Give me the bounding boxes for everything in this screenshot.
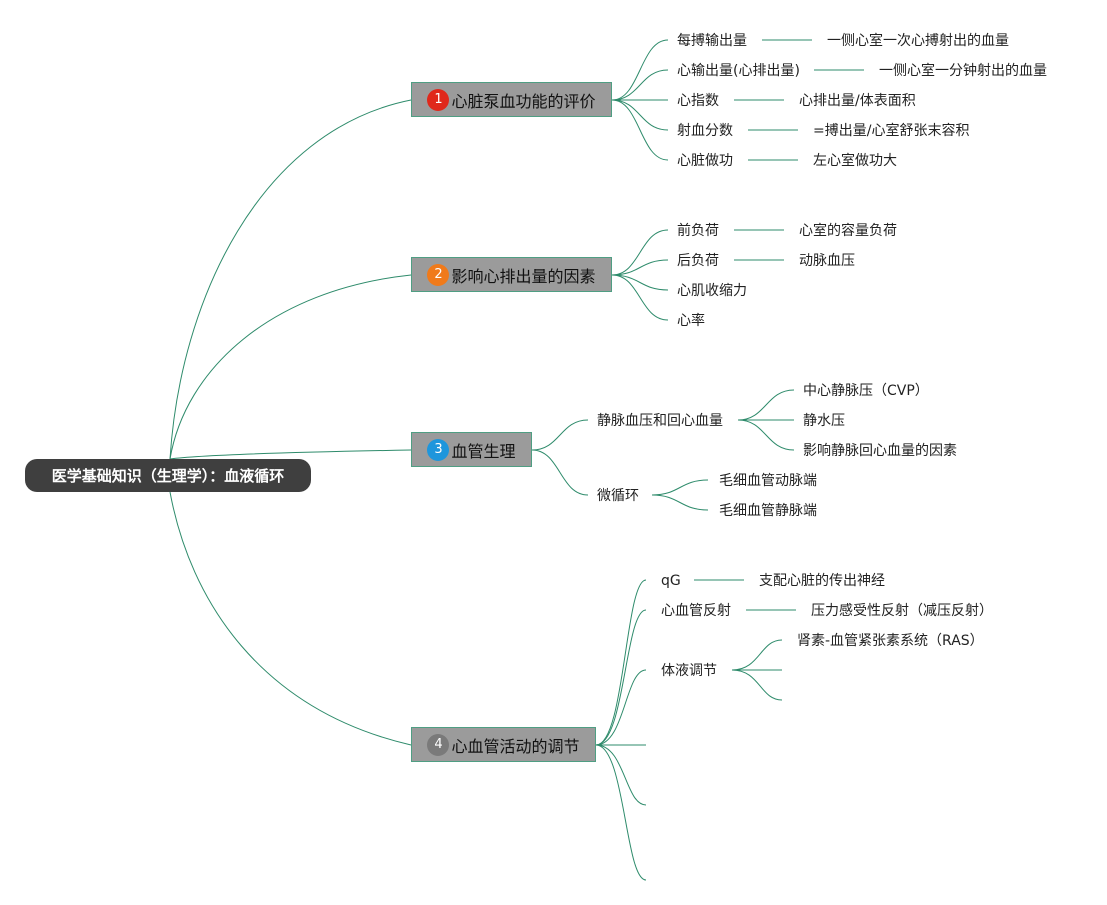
number-badge-1: 1 bbox=[427, 88, 450, 111]
link-root-b3 bbox=[169, 449, 412, 460]
branch-cardiac-pump-evaluation[interactable]: 1 心脏泵血功能的评价 bbox=[411, 82, 612, 117]
branch-vascular-physiology[interactable]: 3 血管生理 bbox=[411, 432, 532, 467]
topic-qg[interactable]: qG bbox=[661, 573, 681, 589]
topic-detail[interactable]: 左心室做功大 bbox=[813, 153, 897, 169]
topic-heart-rate[interactable]: 心率 bbox=[677, 313, 705, 329]
topic-venous-return-factors[interactable]: 影响静脉回心血量的因素 bbox=[803, 443, 957, 459]
topic-detail[interactable]: 心排出量/体表面积 bbox=[799, 93, 916, 109]
number-badge-3: 3 bbox=[427, 438, 450, 461]
topic-cvp[interactable]: 中心静脉压（CVP） bbox=[803, 383, 929, 399]
root-topic[interactable]: 医学基础知识（生理学）：血液循环 bbox=[25, 459, 311, 492]
topic-preload[interactable]: 前负荷 bbox=[677, 223, 719, 239]
topic-detail[interactable]: =搏出量/心室舒张末容积 bbox=[813, 123, 970, 139]
topic-cardiac-work[interactable]: 心脏做功 bbox=[677, 153, 733, 169]
branch-cardiovascular-regulation[interactable]: 4 心血管活动的调节 bbox=[411, 727, 596, 762]
link-root-b4 bbox=[169, 491, 412, 746]
topic-detail[interactable]: 一侧心室一次心搏射出的血量 bbox=[827, 33, 1009, 49]
topic-microcirculation[interactable]: 微循环 bbox=[597, 488, 639, 504]
topic-venous-capillary-end[interactable]: 毛细血管静脉端 bbox=[719, 503, 817, 519]
topic-detail[interactable]: 心室的容量负荷 bbox=[799, 223, 897, 239]
topic-ejection-fraction[interactable]: 射血分数 bbox=[677, 123, 733, 139]
topic-cardiac-index[interactable]: 心指数 bbox=[677, 93, 719, 109]
branch-label: 心血管活动的调节 bbox=[451, 736, 580, 756]
topic-detail[interactable]: 支配心脏的传出神经 bbox=[759, 573, 885, 589]
branch-label: 血管生理 bbox=[451, 441, 516, 461]
topic-cardiovascular-reflex[interactable]: 心血管反射 bbox=[661, 603, 731, 619]
topic-detail[interactable]: 动脉血压 bbox=[799, 253, 855, 269]
link-root-b2 bbox=[169, 274, 412, 460]
topic-cardiac-output[interactable]: 心输出量(心排出量) bbox=[677, 63, 800, 79]
topic-detail[interactable]: 一侧心室一分钟射出的血量 bbox=[879, 63, 1047, 79]
number-badge-4: 4 bbox=[427, 733, 450, 756]
topic-contractility[interactable]: 心肌收缩力 bbox=[677, 283, 747, 299]
topic-arterial-capillary-end[interactable]: 毛细血管动脉端 bbox=[719, 473, 817, 489]
topic-ras[interactable]: 肾素-血管紧张素系统（RAS） bbox=[797, 633, 984, 649]
branch-label: 心脏泵血功能的评价 bbox=[451, 91, 596, 111]
topic-afterload[interactable]: 后负荷 bbox=[677, 253, 719, 269]
number-badge-2: 2 bbox=[427, 263, 450, 286]
topic-venous-pressure[interactable]: 静脉血压和回心血量 bbox=[597, 413, 723, 429]
branch-cardiac-output-factors[interactable]: 2 影响心排出量的因素 bbox=[411, 257, 612, 292]
topic-hydrostatic-pressure[interactable]: 静水压 bbox=[803, 413, 845, 429]
link-root-b1 bbox=[169, 99, 412, 460]
topic-humoral-regulation[interactable]: 体液调节 bbox=[661, 663, 717, 679]
topic-stroke-volume[interactable]: 每搏输出量 bbox=[677, 33, 747, 49]
topic-detail[interactable]: 压力感受性反射（减压反射） bbox=[811, 603, 993, 619]
branch-label: 影响心排出量的因素 bbox=[451, 266, 596, 286]
